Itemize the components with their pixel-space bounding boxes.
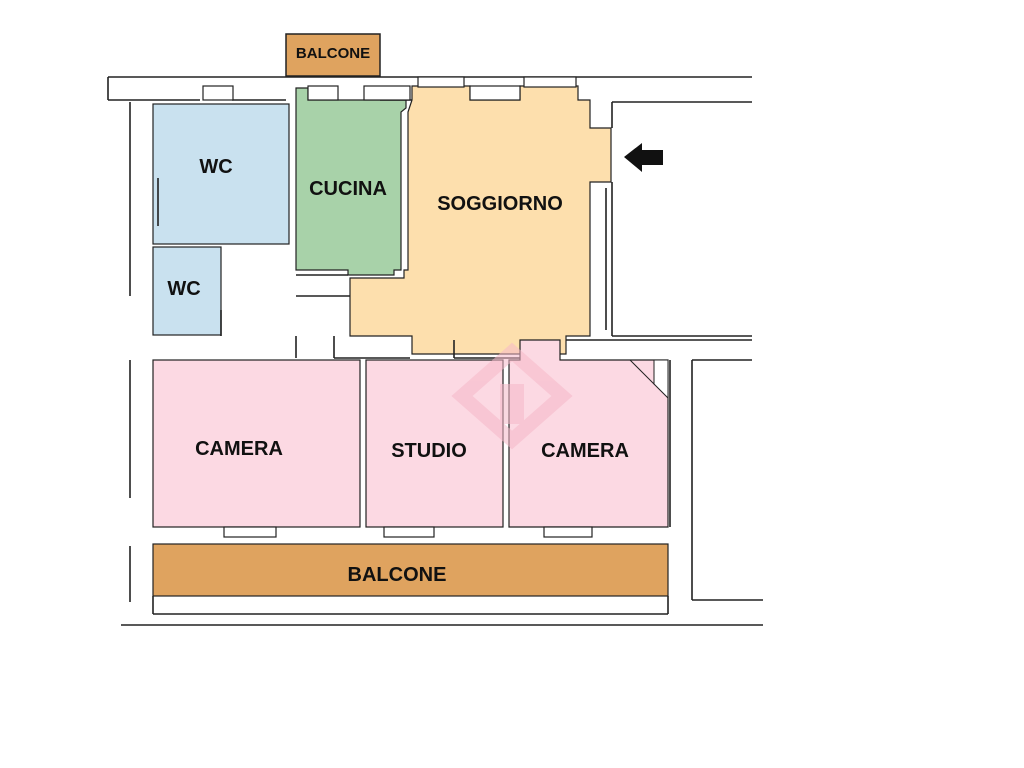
wc-large-label: WC: [199, 156, 232, 178]
balcone-bottom-room: [152, 543, 669, 597]
wc-small-label: WC: [167, 278, 200, 300]
cucina-label: CUCINA: [309, 178, 387, 200]
studio-label: STUDIO: [391, 440, 467, 462]
wc-large-room: [152, 103, 290, 245]
left-arrow-icon: [624, 143, 663, 172]
soggiorno-label: SOGGIORNO: [437, 193, 563, 215]
camera-left-room: [152, 359, 361, 528]
camera-right-label: CAMERA: [541, 440, 629, 462]
balcone-top-room: [285, 33, 381, 77]
balcone-top-label: BALCONE: [296, 45, 370, 62]
camera-left-label: CAMERA: [195, 438, 283, 460]
balcone-bottom-label: BALCONE: [348, 564, 447, 586]
windows: [202, 76, 593, 538]
wc-small-room: [152, 246, 222, 336]
house-watermark-icon: [451, 342, 573, 450]
door-swing: [628, 359, 669, 400]
